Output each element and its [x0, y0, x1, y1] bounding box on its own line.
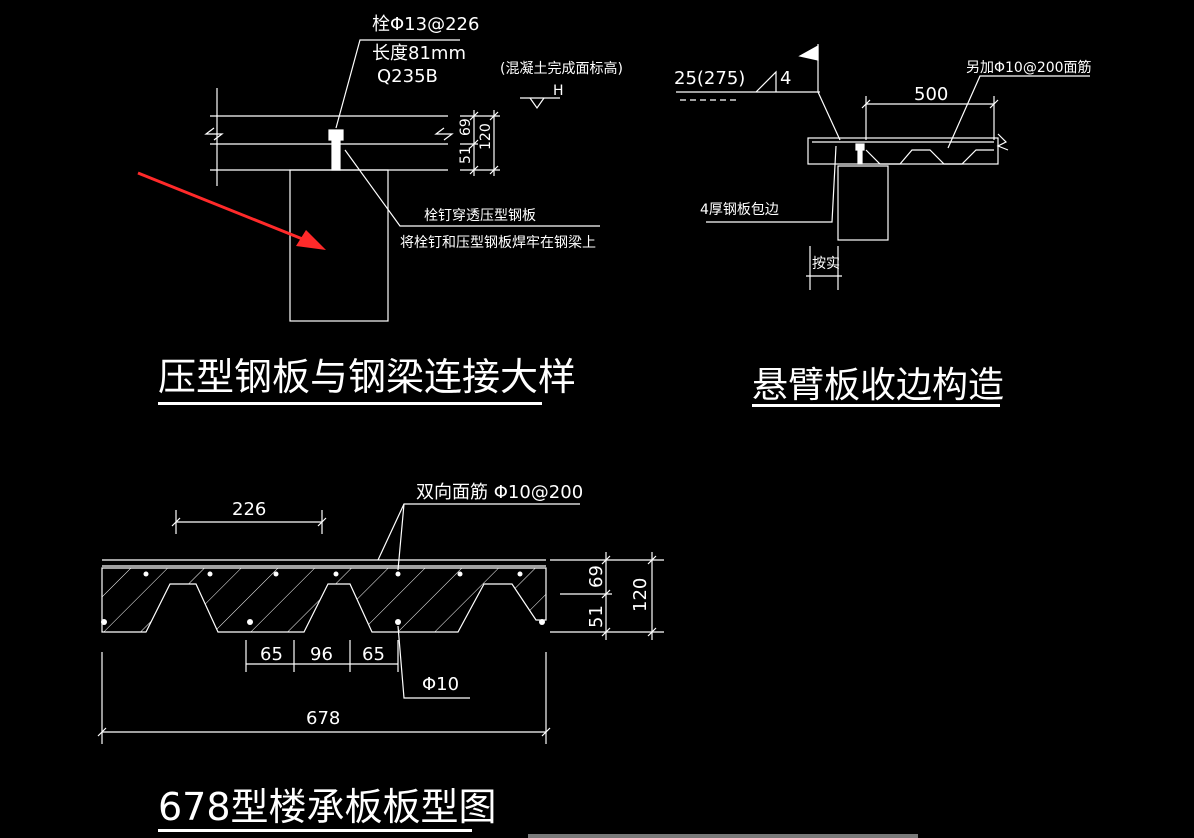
detail1-title: 压型钢板与钢梁连接大样: [158, 355, 577, 399]
edge-plate-label: 4厚钢板包边: [700, 202, 779, 218]
stud-spec-label: 栓Φ13@226: [372, 14, 479, 35]
detail3-texts: 双向面筋 Φ10@200 226 65 96 65 Φ10 678 51 69 …: [232, 482, 651, 729]
detail2-edge-drawing: [676, 44, 1090, 290]
dim-69-deck: 69: [586, 565, 607, 588]
detail1-texts: 栓Φ13@226 长度81mm Q235B (混凝土完成面标高) H 51 69…: [372, 14, 623, 251]
horizontal-scrollbar[interactable]: [528, 834, 918, 838]
detail3-title-underline: [158, 829, 472, 832]
dim-51: 51: [458, 146, 474, 164]
detail1-connection-drawing: [204, 39, 600, 322]
stud-material-label: Q235B: [377, 66, 438, 87]
extra-rebar-label: 另加Φ10@200面筋: [966, 59, 1092, 76]
per-actual-label: 按实: [812, 256, 840, 272]
dim-96: 96: [310, 644, 333, 665]
rebar-note: 双向面筋 Φ10@200: [416, 482, 583, 503]
dim-65-right: 65: [362, 644, 385, 665]
stud-length-label: 长度81mm: [372, 43, 466, 64]
dim-65-left: 65: [260, 644, 283, 665]
detail1-title-underline: [158, 402, 542, 405]
detail3-deck-drawing: [97, 503, 664, 744]
dim-69: 69: [458, 118, 474, 136]
dim-500: 500: [914, 84, 948, 105]
red-arrow-annotation: [137, 171, 326, 250]
bottom-bar-label: Φ10: [422, 674, 459, 695]
dim-51-deck: 51: [586, 605, 607, 628]
dim-120: 120: [478, 123, 494, 150]
elevation-mark: H: [553, 83, 564, 99]
weld-spec-label: 25(275): [674, 68, 745, 89]
detail2-title-underline: [752, 404, 1000, 407]
detail3-title: 678型楼承板板型图: [158, 785, 497, 829]
dim-678: 678: [306, 708, 340, 729]
note-line-2: 将栓钉和压型钢板焊牢在钢梁上: [400, 235, 596, 251]
dim-226: 226: [232, 499, 266, 520]
detail2-texts: 25(275) 4 另加Φ10@200面筋 500 4厚钢板包边 按实: [674, 59, 1092, 272]
weld-size-label: 4: [780, 68, 791, 89]
detail2-title: 悬臂板收边构造: [752, 365, 1005, 406]
concrete-note: (混凝土完成面标高): [500, 60, 623, 77]
note-line-1: 栓钉穿透压型钢板: [424, 208, 536, 224]
dim-120-deck: 120: [630, 578, 651, 612]
